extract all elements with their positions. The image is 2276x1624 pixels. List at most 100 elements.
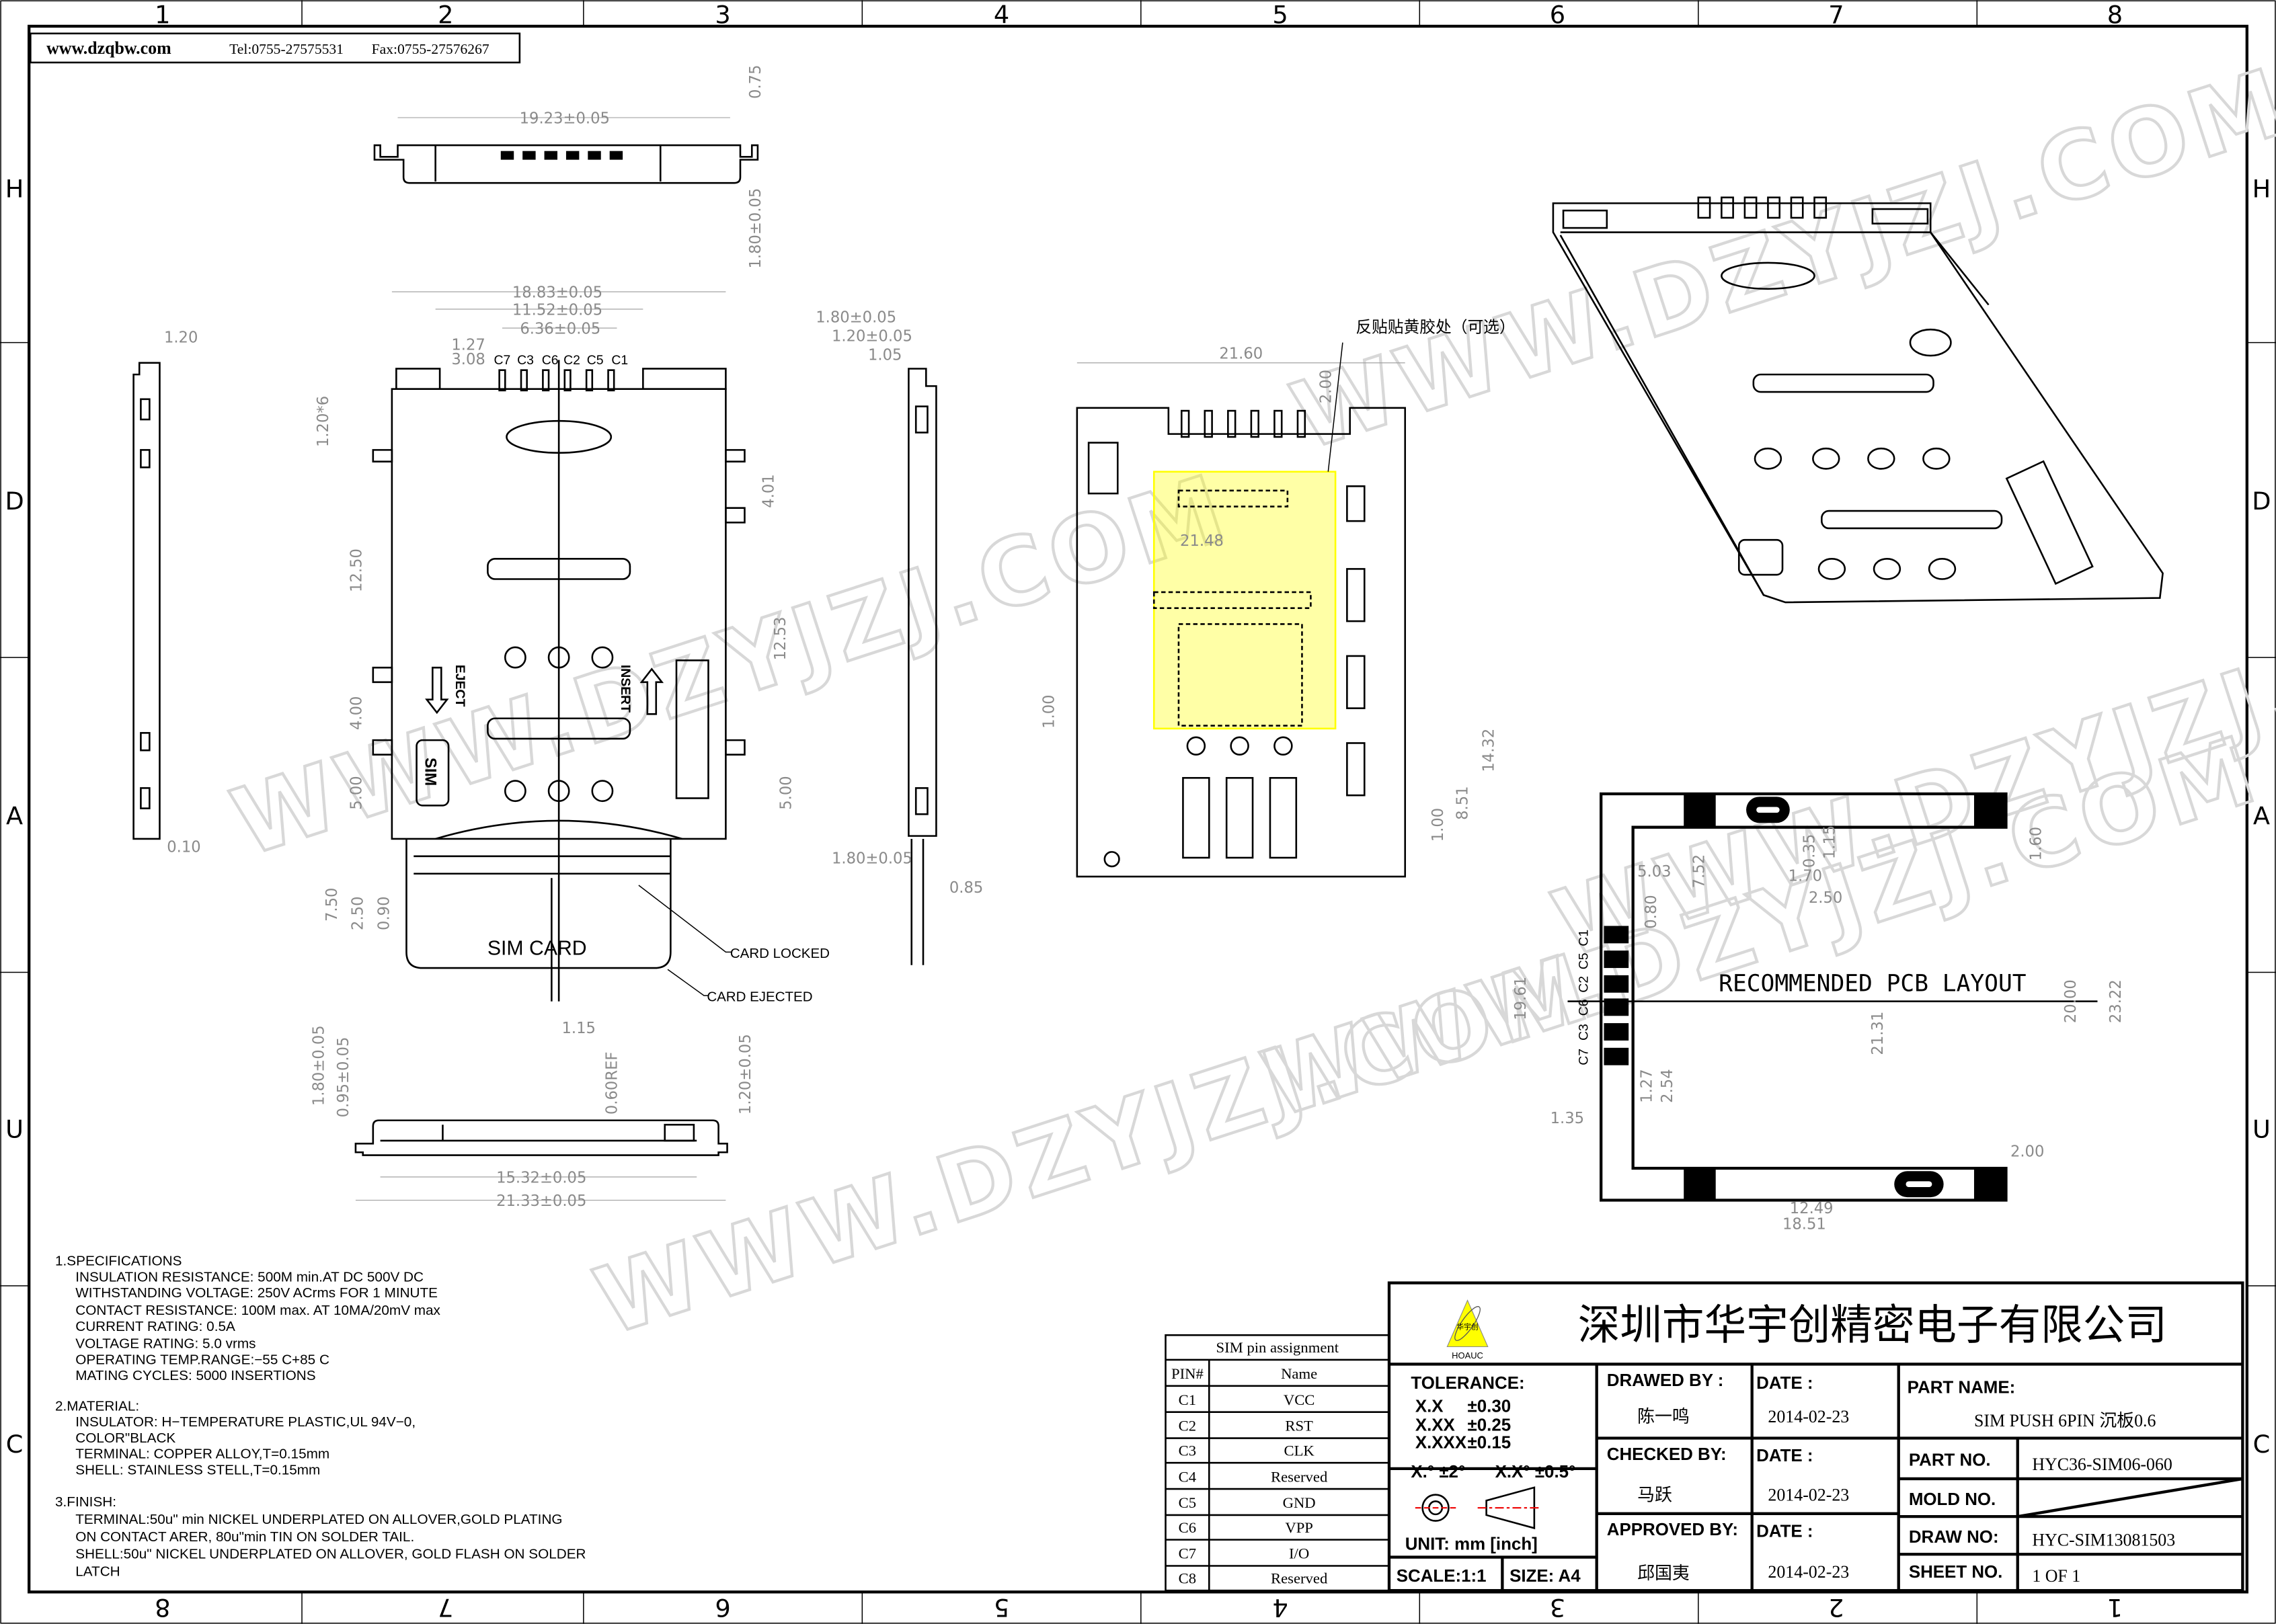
company-name: 深圳市华宇创精密电子有限公司 (1578, 1302, 2167, 1349)
insert-arrow-icon (639, 667, 664, 715)
pin-table-cell: GND (1283, 1494, 1316, 1511)
grid-letter: U (5, 1115, 24, 1144)
grid-letter: H (2252, 175, 2271, 204)
pin-table-header: PIN# (1171, 1365, 1204, 1382)
tel-text: Tel:0755-27575531 (229, 41, 344, 57)
dimension-label: 4.00 (348, 696, 366, 730)
pin-table-cell: VCC (1284, 1391, 1315, 1408)
date-label: DATE : (1756, 1374, 1813, 1393)
pin-table-cell: C3 (1179, 1442, 1196, 1459)
pin-label: C6 (1577, 999, 1592, 1016)
dimension-label: 21.48 (1180, 532, 1224, 550)
dimension-label: 4.01 (760, 474, 778, 508)
pin-table-cell: C5 (1179, 1494, 1196, 1511)
scale-label: SCALE:1:1 (1397, 1567, 1487, 1586)
tolerance-value: ±0.25 (1468, 1416, 1512, 1435)
grid-number: 1 (155, 1, 170, 30)
grid-number: 4 (1272, 1593, 1288, 1622)
date-value: 2014-02-23 (1768, 1562, 1849, 1582)
dimension-label: 23.22 (2107, 979, 2125, 1023)
dimension-label: 5.00 (348, 776, 366, 809)
grid-number: 1 (2107, 1593, 2123, 1622)
company-logo: 华宇创 HOAUC (1446, 1299, 1489, 1361)
pcb-layout-title: RECOMMENDED PCB LAYOUT (1719, 971, 2026, 998)
size-label: SIZE: A4 (1509, 1567, 1581, 1586)
dimension-label: 2.00 (2010, 1143, 2044, 1161)
part-no-value: HYC36-SIM06-060 (2032, 1455, 2172, 1474)
spec-line: CURRENT RATING: 0.5A (75, 1319, 235, 1334)
dimension-label: 1.35 (1551, 1110, 1584, 1127)
pin-label: C1 (611, 353, 628, 368)
pin-table-title: SIM pin assignment (1216, 1339, 1339, 1356)
dimension-label: 21.33±0.05 (496, 1192, 586, 1210)
logo-brand: HOAUC (1452, 1350, 1483, 1361)
eject-label: EJECT (453, 665, 467, 707)
sim-card-outline (405, 838, 672, 969)
pin-label: C7 (1577, 1049, 1592, 1065)
dimension-label: 12.49 (1790, 1200, 1834, 1217)
dimension-label: 0.75 (747, 65, 764, 98)
dimension-label: 18.51 (1782, 1216, 1826, 1233)
grid-letter: A (2253, 801, 2270, 830)
pin-table-cell: CLK (1284, 1442, 1314, 1459)
pin-table-cell: RST (1285, 1418, 1313, 1434)
grid-number: 7 (1828, 1, 1844, 30)
pin-label: C5 (1577, 952, 1592, 969)
spec-line: MATING CYCLES: 5000 INSERTIONS (75, 1368, 315, 1383)
dimension-label: 0.85 (949, 879, 983, 897)
dimension-label: 12.53 (772, 617, 789, 661)
fax-text: Fax:0755-27576267 (372, 41, 489, 57)
dimension-label: 1.27 (451, 336, 485, 354)
dimension-label: 7.50 (323, 888, 341, 922)
grid-letter: C (6, 1430, 24, 1459)
pcb-layout: RECOMMENDED PCB LAYOUT C1 C5 C2 C6 C3 C7… (1512, 792, 2125, 1233)
grid-number: 8 (155, 1593, 170, 1622)
dimension-label: 18.83±0.05 (512, 284, 602, 302)
tolerance-value: ±0.30 (1468, 1397, 1512, 1416)
header-contact-box: www.dzqbw.com Tel:0755-27575531 Fax:0755… (30, 32, 521, 64)
part-no-label: PART NO. (1909, 1451, 1991, 1470)
dimension-label: 1.15 (1821, 825, 1839, 859)
projection-symbol-icon (1415, 1486, 1542, 1530)
card-locked-label: CARD LOCKED (730, 946, 830, 961)
logo-text: 华宇创 (1456, 1323, 1478, 1332)
mold-no-label: MOLD NO. (1909, 1490, 1996, 1509)
dimension-label: 1.05 (868, 347, 902, 364)
tolerance-value: ±0.15 (1468, 1434, 1512, 1453)
pin-label: C2 (563, 353, 580, 368)
date-value: 2014-02-23 (1768, 1407, 1849, 1426)
pin-label: C7 (494, 353, 511, 368)
draw-no-value: HYC-SIM13081503 (2032, 1530, 2175, 1549)
tolerance-format: X.XX (1415, 1416, 1456, 1435)
grid-letter: D (2252, 487, 2271, 516)
date-label: DATE : (1756, 1447, 1813, 1465)
isometric-view (1552, 196, 2164, 604)
approved-by-label: APPROVED BY: (1607, 1520, 1738, 1539)
dimension-label: 1.15 (561, 1020, 595, 1037)
sim-label: SIM (422, 758, 439, 786)
dimension-label: 21.60 (1219, 345, 1263, 362)
dimension-label: 15.32±0.05 (496, 1170, 586, 1187)
pin-table-cell: C7 (1179, 1545, 1196, 1562)
dimension-label: 0.10 (167, 838, 200, 856)
part-name-label: PART NAME: (1908, 1379, 2016, 1397)
grid-number: 6 (1550, 1, 1565, 30)
grid-number: 8 (2107, 1, 2123, 30)
draw-no-label: DRAW NO: (1909, 1528, 1999, 1547)
checked-by-label: CHECKED BY: (1607, 1445, 1727, 1464)
svg-text:WWW.DZYJZJ.COM: WWW.DZYJZJ.COM (1280, 47, 2276, 471)
dimension-label: 7.52 (1690, 854, 1708, 888)
grid-number: 2 (1828, 1593, 1844, 1622)
sim-card-label: SIM CARD (487, 938, 587, 960)
unit-label: UNIT: mm [inch] (1405, 1535, 1538, 1554)
checked-by-value: 马跃 (1637, 1485, 1672, 1504)
grid-number: 2 (438, 1, 453, 30)
dimension-label: 2.00 (1318, 370, 1335, 403)
pin-label: C2 (1577, 976, 1592, 993)
pin-table-cell: C6 (1179, 1519, 1196, 1536)
dimension-label: 0.90 (376, 896, 393, 930)
grid-letter: U (2252, 1115, 2271, 1144)
title-block: 华宇创 HOAUC 深圳市华宇创精密电子有限公司 TOLERANCE: X.X±… (1387, 1281, 2244, 1592)
